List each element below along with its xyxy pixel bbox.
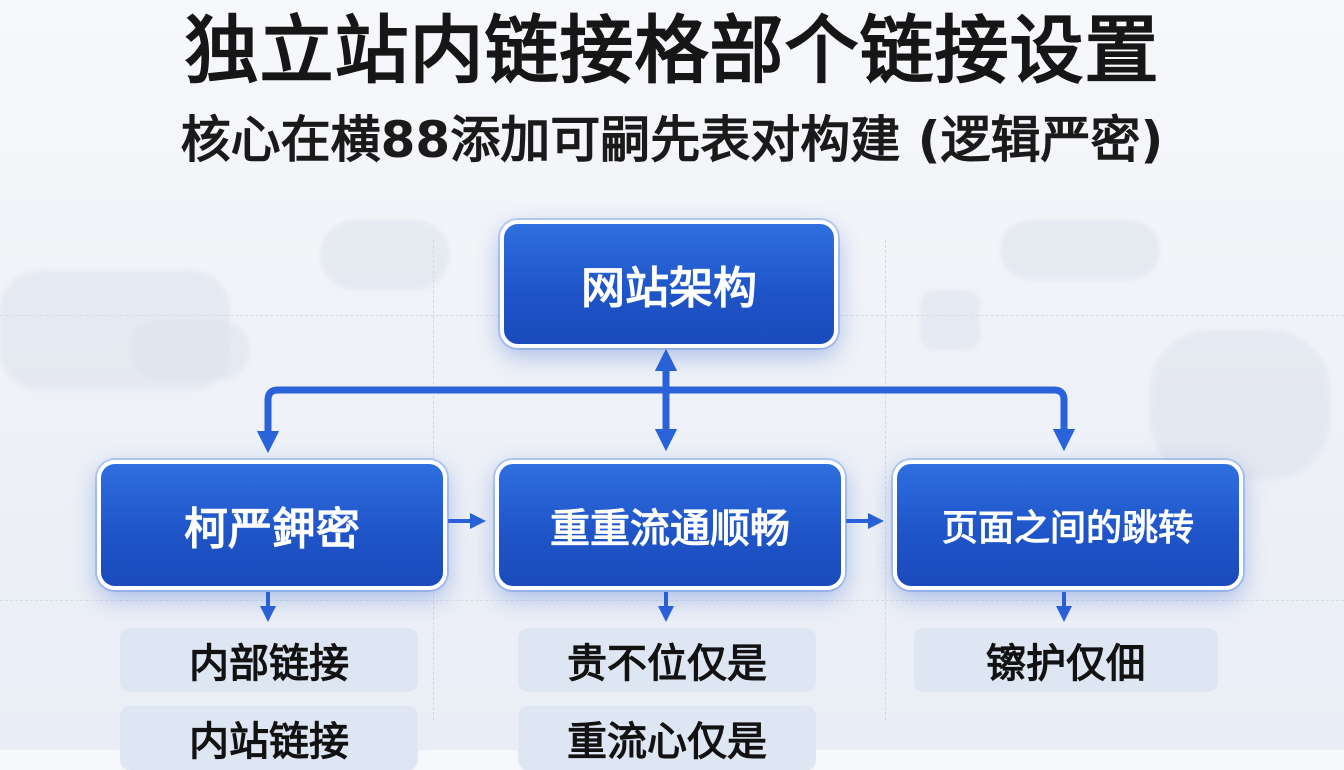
page-subtitle: 核心在横88添加可嗣先表对构建 (逻辑严密) [180,111,1164,169]
node-website-architecture: 网站架构 [500,220,838,348]
node-label: 柯严鉀密 [184,504,360,555]
sub-item: 内站链接 [120,706,418,770]
page-title: 独立站内链接格部个链接设置 [184,8,1160,94]
sub-item-label: 内部链接 [189,641,349,687]
grid-line [885,240,886,720]
grid-line [0,600,1344,601]
background-shape [1000,220,1160,280]
connector-arrows [256,348,1076,622]
sub-item-label: 镲护仅佃 [986,641,1146,687]
background-shape [320,220,450,290]
background-shape [920,290,980,350]
sub-item: 镲护仅佃 [914,628,1218,692]
node-column-1: 柯严鉀密 [97,460,447,590]
background-shape [130,320,250,380]
sub-item: 重流心仅是 [518,706,816,770]
background-shape [1150,330,1330,480]
node-column-3: 页面之间的跳转 [893,460,1243,590]
sub-item-label: 重流心仅是 [567,719,767,765]
sub-item-label: 贵不位仅是 [567,641,767,687]
node-column-2: 重重流通顺畅 [495,460,845,590]
sub-item: 贵不位仅是 [518,628,816,692]
node-label: 网站架构 [581,263,757,314]
sub-item: 内部链接 [120,628,418,692]
node-label: 页面之间的跳转 [941,508,1194,549]
node-label: 重重流通顺畅 [550,506,790,552]
sub-item-label: 内站链接 [189,719,349,765]
